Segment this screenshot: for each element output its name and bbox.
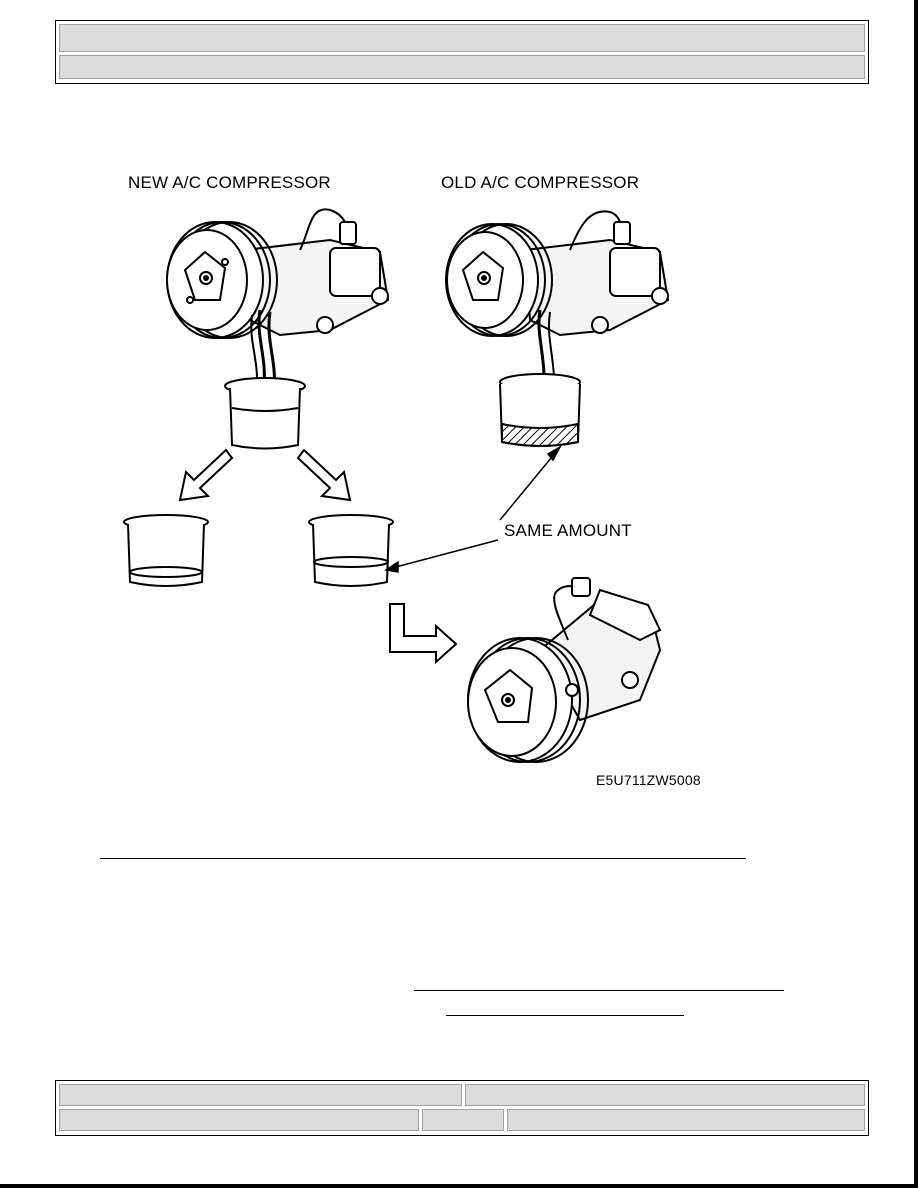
header-frame [55, 20, 869, 84]
installed-compressor-drawing [467, 577, 662, 763]
install-arrow [389, 603, 458, 665]
underline-2 [446, 1015, 684, 1016]
separator-line [100, 858, 746, 859]
same-amount-label: SAME AMOUNT [504, 521, 632, 540]
footer-right-top-cell [465, 1084, 865, 1106]
page-edge-bottom [0, 1184, 918, 1188]
new-compressor-label: NEW A/C COMPRESSOR [128, 173, 331, 192]
old-compressor-label: OLD A/C COMPRESSOR [441, 173, 640, 192]
header-title-bar [59, 24, 865, 52]
measured-beakers [123, 514, 394, 587]
page-edge-right [914, 0, 918, 1188]
old-compressor-drawing [445, 210, 670, 447]
figure-code: E5U711ZW5008 [596, 772, 701, 788]
header-subtitle-bar [59, 55, 865, 79]
footer-left-bottom-cell [59, 1109, 419, 1131]
underline-1 [414, 990, 784, 991]
footer-right-bottom-cell [507, 1109, 865, 1131]
split-arrows [178, 448, 352, 502]
same-amount-pointers [384, 445, 562, 573]
oil-transfer-diagram [123, 208, 670, 763]
footer-middle-bottom-cell [422, 1109, 504, 1131]
footer-frame [55, 1080, 869, 1136]
new-compressor-drawing [166, 208, 390, 450]
footer-left-top-cell [59, 1084, 462, 1106]
